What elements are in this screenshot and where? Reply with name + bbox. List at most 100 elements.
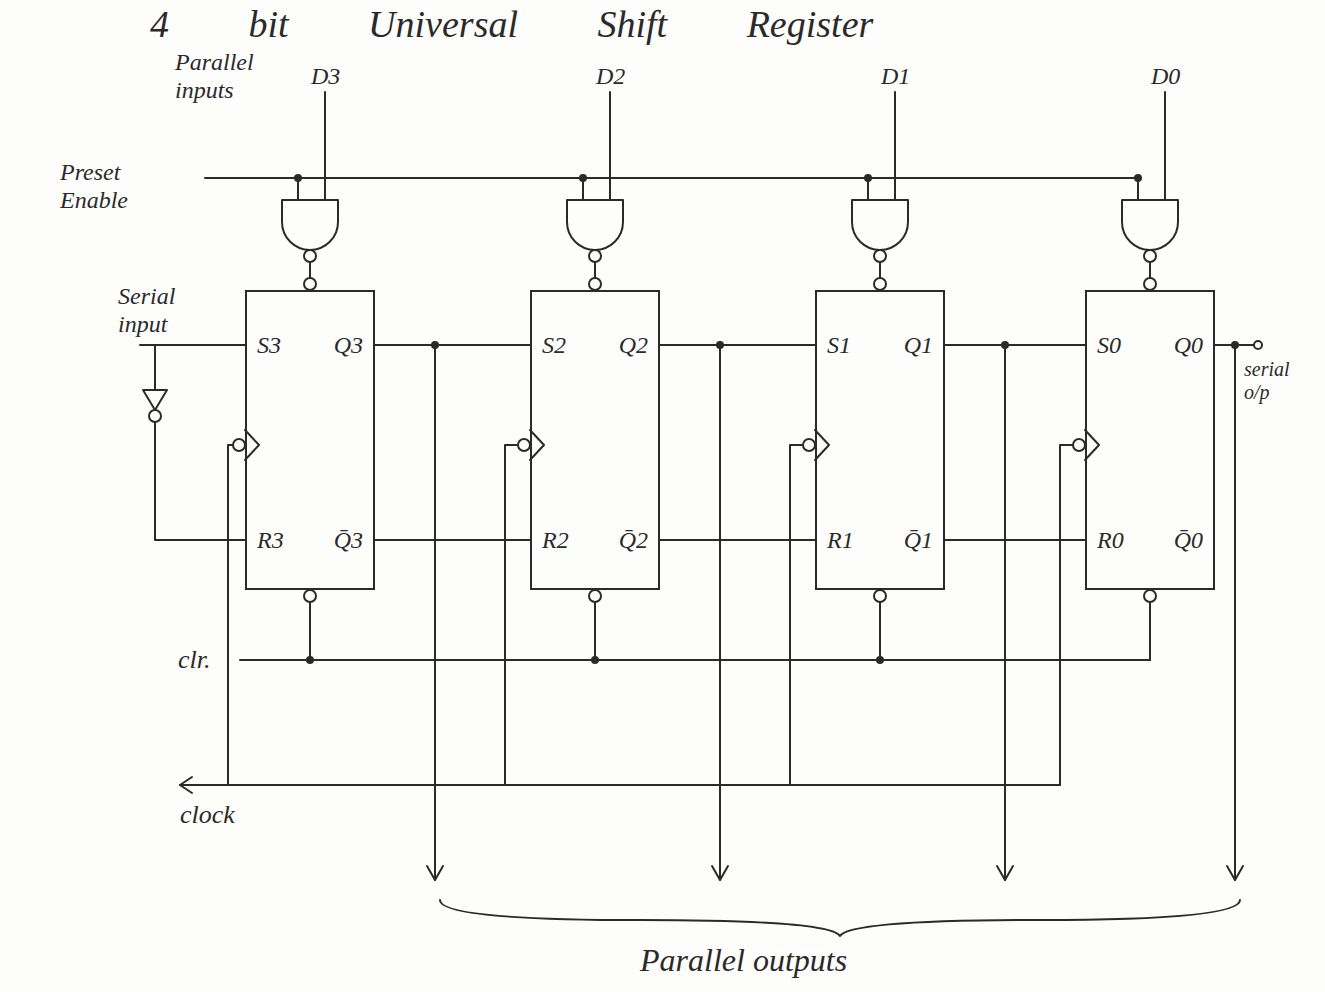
clock-wire (180, 777, 192, 793)
flip-flop-box: S0 Q0R0 Q̄0 (1085, 290, 1215, 590)
clock-wire (1060, 445, 1073, 785)
serial-input-wire (143, 390, 167, 410)
parallel-output-arrow (712, 866, 728, 880)
annotation: Parallel inputs (175, 48, 285, 104)
nand-gate (1144, 250, 1156, 262)
nand-gate (304, 250, 316, 262)
parallel-input-wire (325, 92, 1165, 200)
pin-holder: Q̄2 (619, 527, 648, 553)
pin-label: Q3 (334, 332, 363, 358)
pin-holder: Q0 (1174, 332, 1203, 358)
data-wire (945, 539, 1085, 541)
parallel-output-arrow (1227, 866, 1243, 880)
annotation-holder: Parallel inputs (175, 48, 285, 104)
data-wire (660, 539, 815, 541)
data-wire (660, 344, 815, 346)
pin-holder: Q2 (619, 332, 648, 358)
data-wire (375, 344, 530, 346)
signal-name-holder: clr. (178, 645, 211, 675)
preset-input-wire (310, 262, 1150, 278)
nand-gate (852, 200, 908, 250)
pin-label: Q1 (904, 332, 933, 358)
clear-wire (307, 657, 313, 663)
pin-label: Q0 (1174, 332, 1203, 358)
clock-wire (180, 784, 1060, 786)
nand-gate (567, 200, 623, 250)
parallel-output-arrow (427, 866, 443, 880)
pin-label: S1 (827, 332, 851, 358)
pin-holder: S0 (1097, 332, 1121, 358)
pin-holder: Q̄3 (334, 527, 363, 553)
flip-flop-box: S3Q3R3Q̄3 (245, 290, 375, 590)
parallel-output-arrow (1232, 342, 1238, 348)
clock-input-symbol (803, 439, 815, 451)
clear-wire (877, 657, 883, 663)
clear-wire (240, 590, 1156, 663)
pin-holder: R1 (827, 527, 854, 553)
clear-wire (874, 590, 886, 602)
clock-input-symbol (245, 430, 259, 460)
serial-input-wire (155, 422, 245, 540)
serial-input-wire (149, 410, 161, 422)
annotation: Parallel outputs (640, 942, 847, 979)
data-wire (375, 539, 530, 541)
pin-label: Q2 (619, 332, 648, 358)
parallel-input-wire (325, 92, 1165, 200)
signal-name: D0 (1151, 62, 1180, 90)
pin-label: R2 (542, 527, 569, 553)
pin-label: Q̄1 (904, 527, 933, 553)
preset-enable-wire (205, 175, 1141, 200)
flip-flop-box: S2 Q2R2 Q̄2 (530, 290, 660, 590)
serial-output-wire (1215, 341, 1262, 349)
clock-input-symbol (1073, 439, 1085, 451)
clock-input-symbol (815, 430, 829, 460)
signal-name: D1 (881, 62, 910, 90)
pin-label: Q̄0 (1174, 527, 1203, 553)
output-brace (440, 900, 1240, 936)
nand-gate (589, 250, 601, 262)
nand-gate (874, 250, 886, 262)
pin-holder: Q3 (334, 332, 363, 358)
signal-name-holder: Preset Enable (60, 158, 180, 214)
signal-name: Serial input (118, 282, 198, 338)
signal-name: clock (180, 800, 235, 830)
signal-name-holder: clock (180, 800, 235, 830)
clear-wire (240, 659, 1150, 661)
clock-wire (180, 445, 1073, 793)
signal-name: Preset Enable (60, 158, 180, 214)
pin-label: S2 (542, 332, 566, 358)
serial-output-wire (1254, 341, 1262, 349)
parallel-output-arrow (997, 866, 1013, 880)
signal-name: D3 (311, 62, 340, 90)
nand-gate (1122, 200, 1178, 250)
pin-label: Q̄3 (334, 527, 363, 553)
clock-input-symbol (233, 430, 1099, 460)
pin-label: Q̄2 (619, 527, 648, 553)
pin-label: R1 (827, 527, 854, 553)
pin-label: R0 (1097, 527, 1124, 553)
diagram-title-holder: 4 bit Universal Shift Register (150, 2, 873, 46)
clear-wire (1144, 590, 1156, 602)
signal-name-holder: Serial input (118, 282, 198, 338)
parallel-output-arrow (435, 345, 1235, 880)
pin-holder: S2 (542, 332, 566, 358)
signal-name-holder: D1 (881, 62, 910, 90)
diagram-title: 4 bit Universal Shift Register (150, 2, 873, 46)
clear-wire (592, 657, 598, 663)
preset-input-wire (874, 278, 886, 290)
pin-label: S0 (1097, 332, 1121, 358)
preset-input-wire (304, 278, 316, 290)
pin-holder: R2 (542, 527, 569, 553)
data-wire (945, 344, 1085, 346)
signal-name-holder: serial o/p (1244, 358, 1304, 404)
signal-name-holder: D0 (1151, 62, 1180, 90)
clock-wire (228, 445, 233, 785)
clock-wire (505, 445, 518, 785)
clear-wire (304, 590, 316, 602)
preset-input-wire (589, 278, 601, 290)
output-brace (440, 900, 1240, 936)
preset-input-wire (1144, 278, 1156, 290)
